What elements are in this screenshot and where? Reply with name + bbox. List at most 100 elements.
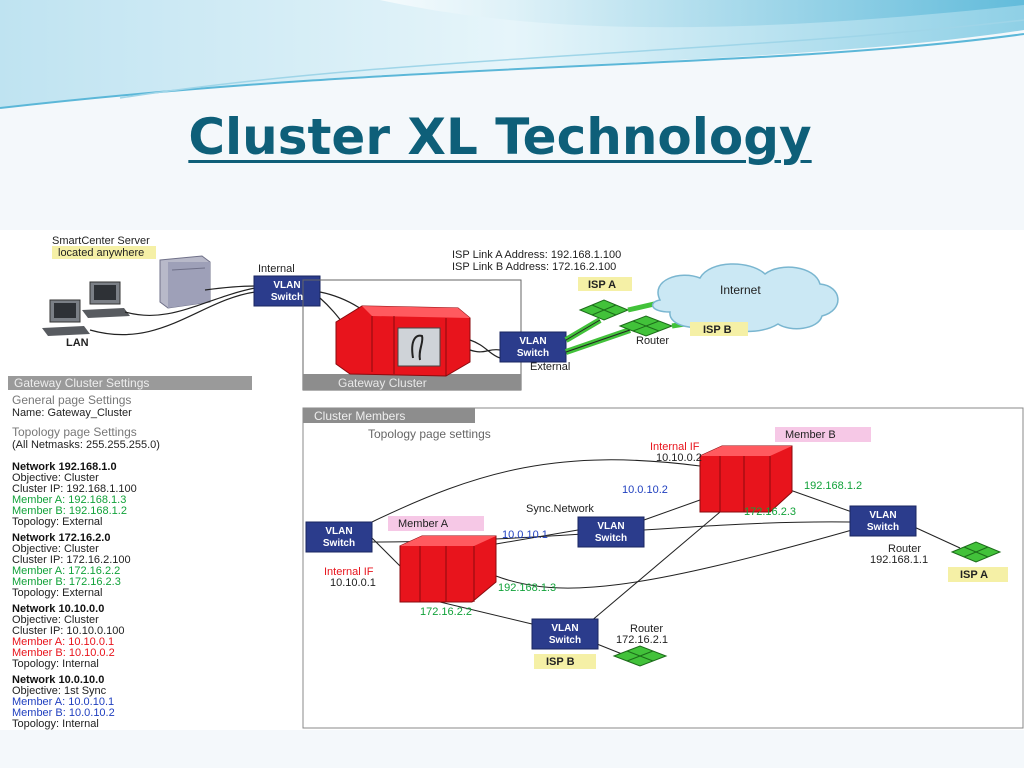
- svg-text:Topology: External: Topology: External: [12, 516, 103, 528]
- svg-text:Topology: Internal: Topology: Internal: [12, 658, 99, 670]
- isp-b-label-bottom: ISP B: [546, 656, 575, 668]
- router-label-top: Router: [636, 335, 669, 347]
- settings-header-bar: [8, 376, 252, 390]
- svg-text:VLAN: VLAN: [597, 521, 624, 532]
- svg-text:Cluster IP: 172.16.2.100: Cluster IP: 172.16.2.100: [12, 554, 131, 566]
- svg-text:Topology: External: Topology: External: [12, 587, 103, 599]
- svg-text:Topology: Internal: Topology: Internal: [12, 718, 99, 730]
- svg-text:Network 192.168.1.0: Network 192.168.1.0: [12, 461, 117, 473]
- internal-if-a-ip: 10.10.0.1: [330, 577, 376, 589]
- internet-cloud: Internet: [651, 263, 839, 333]
- svg-text:VLAN: VLAN: [273, 280, 300, 291]
- svg-text:Member B: 192.168.1.2: Member B: 192.168.1.2: [12, 505, 127, 517]
- members-topology-title: Topology page settings: [368, 427, 491, 441]
- internal-label: Internal: [258, 263, 295, 275]
- gateway-firewall-icon: [335, 305, 471, 377]
- svg-text:Objective: Cluster: Objective: Cluster: [12, 543, 99, 555]
- isp-b-tag: [690, 322, 748, 336]
- network-block-192: Network 192.168.1.0 Objective: Cluster C…: [12, 461, 137, 528]
- isp-a-tag: [578, 277, 632, 291]
- svg-text:Switch: Switch: [595, 533, 627, 544]
- svg-text:Member A: 10.0.10.1: Member A: 10.0.10.1: [12, 696, 114, 708]
- svg-text:Switch: Switch: [323, 538, 355, 549]
- isp-b-router-diamond-bottom: [612, 645, 668, 667]
- cluster-diagram: SmartCenter Server located anywhere LAN …: [0, 230, 1024, 730]
- member-a-tag: [388, 516, 484, 531]
- isp-link-a-text: ISP Link A Address: 192.168.1.100: [452, 249, 621, 261]
- member-a-firewall-icon: [399, 535, 497, 603]
- member-b-firewall-icon: [699, 445, 793, 513]
- settings-header: Gateway Cluster Settings: [14, 376, 149, 390]
- internal-if-b-title: Internal IF: [650, 441, 700, 453]
- ip-192-168-1-3: 192.168.1.3: [498, 582, 556, 594]
- svg-text:Network 172.16.2.0: Network 172.16.2.0: [12, 532, 110, 544]
- isp-b-label-top: ISP B: [703, 324, 732, 336]
- svg-text:Member B: 10.10.0.2: Member B: 10.10.0.2: [12, 647, 115, 659]
- general-page-title: General page Settings: [12, 393, 131, 407]
- ip-172-16-2-3: 172.16.2.3: [744, 506, 796, 518]
- internal-if-b-ip: 10.10.0.2: [656, 452, 702, 464]
- network-block-10-10: Network 10.10.0.0 Objective: Cluster Clu…: [12, 603, 125, 670]
- netmask-note: (All Netmasks: 255.255.255.0): [12, 439, 160, 451]
- svg-text:Member A: 10.10.0.1: Member A: 10.10.0.1: [12, 636, 114, 648]
- member-a-label: Member A: [398, 518, 449, 530]
- svg-text:Cluster IP: 10.10.0.100: Cluster IP: 10.10.0.100: [12, 625, 125, 637]
- smartcenter-highlight: [52, 246, 156, 259]
- ip-10-0-10-1: 10.0.10.1: [502, 529, 548, 541]
- router-right-ip: 192.168.1.1: [870, 554, 928, 566]
- lan-computer-icon: [42, 299, 90, 336]
- vlan-switch-external: VLAN Switch: [499, 331, 567, 363]
- vlan-switch-sync: VLAN Switch: [577, 516, 645, 548]
- smartcenter-label-1: SmartCenter Server: [52, 235, 150, 247]
- svg-text:VLAN: VLAN: [551, 623, 578, 634]
- vlan-switch-internal: VLAN Switch: [253, 275, 321, 307]
- ip-172-16-2-2: 172.16.2.2: [420, 606, 472, 618]
- svg-text:Member A: 192.168.1.3: Member A: 192.168.1.3: [12, 494, 126, 506]
- svg-text:Member A: 172.16.2.2: Member A: 172.16.2.2: [12, 565, 120, 577]
- svg-text:VLAN: VLAN: [869, 510, 896, 521]
- svg-text:Switch: Switch: [517, 348, 549, 359]
- isp-a-label-right: ISP A: [960, 569, 988, 581]
- server-icon: [159, 255, 211, 309]
- general-name: Name: Gateway_Cluster: [12, 407, 132, 419]
- svg-text:VLAN: VLAN: [519, 336, 546, 347]
- ip-10-0-10-2: 10.0.10.2: [622, 484, 668, 496]
- svg-text:Switch: Switch: [867, 522, 899, 533]
- topology-page-title: Topology page Settings: [12, 425, 137, 439]
- ip-192-168-1-2: 192.168.1.2: [804, 480, 862, 492]
- vlan-switch-left: VLAN Switch: [305, 521, 373, 553]
- gateway-cluster-tag: [303, 374, 521, 390]
- cluster-members-tag: [303, 408, 475, 423]
- isp-link-b-text: ISP Link B Address: 172.16.2.100: [452, 261, 616, 273]
- svg-text:VLAN: VLAN: [325, 526, 352, 537]
- svg-text:Switch: Switch: [271, 292, 303, 303]
- isp-b-tag-bottom: [534, 654, 596, 669]
- smartcenter-label-2: located anywhere: [58, 247, 144, 259]
- vlan-switch-right: VLAN Switch: [849, 505, 917, 537]
- isp-a-tag-right: [948, 567, 1008, 582]
- svg-text:Network 10.0.10.0: Network 10.0.10.0: [12, 674, 104, 686]
- network-block-172: Network 172.16.2.0 Objective: Cluster Cl…: [12, 532, 131, 599]
- cluster-members-label: Cluster Members: [314, 409, 405, 423]
- router-bottom-ip: 172.16.2.1: [616, 634, 668, 646]
- gateway-cluster-label: Gateway Cluster: [338, 376, 427, 390]
- header-swoosh: [0, 0, 1024, 109]
- slide-title: Cluster XL Technology: [188, 108, 812, 166]
- network-block-10-0: Network 10.0.10.0 Objective: 1st Sync Me…: [12, 674, 115, 730]
- svg-text:Member B: 10.0.10.2: Member B: 10.0.10.2: [12, 707, 115, 719]
- member-b-label: Member B: [785, 429, 836, 441]
- lan-label: LAN: [66, 337, 89, 349]
- sync-network-label: Sync.Network: [526, 503, 594, 515]
- cluster-members-frame: [302, 407, 1024, 729]
- svg-text:Cluster IP: 192.168.1.100: Cluster IP: 192.168.1.100: [12, 483, 137, 495]
- svg-text:Member B: 172.16.2.3: Member B: 172.16.2.3: [12, 576, 121, 588]
- router-bottom-label: Router: [630, 623, 663, 635]
- svg-text:Objective: Cluster: Objective: Cluster: [12, 472, 99, 484]
- isp-a-label-top: ISP A: [588, 279, 616, 291]
- svg-text:Switch: Switch: [549, 635, 581, 646]
- svg-text:Network 10.10.0.0: Network 10.10.0.0: [12, 603, 104, 615]
- svg-text:Objective: 1st Sync: Objective: 1st Sync: [12, 685, 107, 697]
- svg-text:Objective: Cluster: Objective: Cluster: [12, 614, 99, 626]
- lan-computer-icon: [82, 281, 130, 318]
